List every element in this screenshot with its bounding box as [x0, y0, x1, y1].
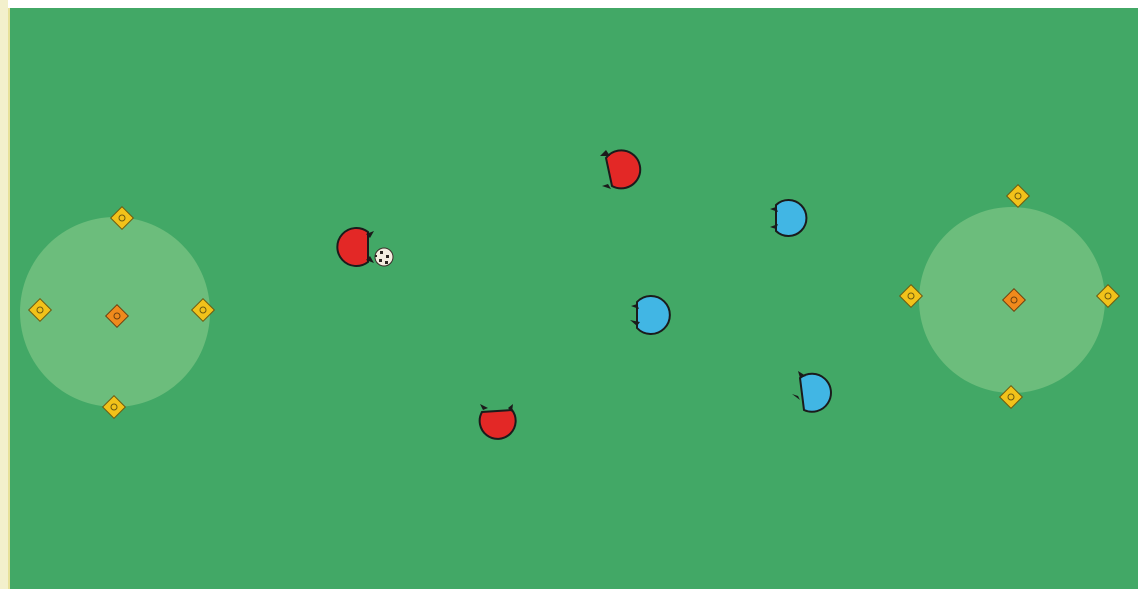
- left-goal-zone: [20, 207, 214, 419]
- soccer-ball-icon[interactable]: [375, 248, 393, 266]
- red-player-3[interactable]: [480, 404, 516, 439]
- blue-player-2[interactable]: [630, 296, 670, 334]
- blue-player-1[interactable]: [770, 200, 806, 236]
- right-zone-marker-top: [1007, 185, 1030, 208]
- blue-player-3[interactable]: [792, 371, 831, 412]
- right-goal-zone: [900, 185, 1120, 409]
- red-player-2[interactable]: [600, 150, 640, 189]
- right-zone-marker-left: [900, 285, 923, 308]
- red-player-1[interactable]: [337, 228, 374, 266]
